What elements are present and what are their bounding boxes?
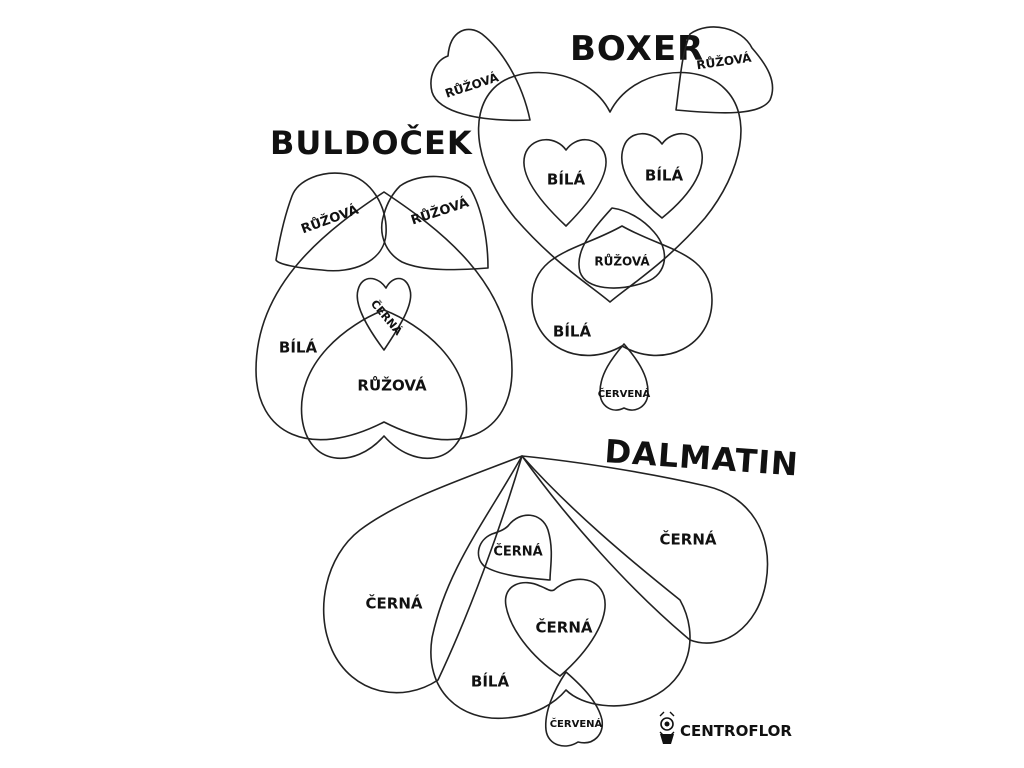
dalmatin-tongue [544,671,603,747]
boxer-tongue [599,343,649,411]
boxer-nose-label: RŮŽOVÁ [594,254,650,269]
brand-name: CENTROFLOR [680,722,792,740]
dalmatin-ear-right-label: ČERNÁ [660,530,717,549]
buldocek-snout-label: RŮŽOVÁ [357,375,427,395]
dalmatin-group: DALMATIN ČERNÁ ČERNÁ BÍLÁ ČERNÁ ČERNÁ ČE… [322,432,800,747]
boxer-snout-label: BÍLÁ [553,322,592,341]
buldocek-face-label: BÍLÁ [279,338,318,357]
boxer-eye-right-label: BÍLÁ [645,166,684,185]
boxer-ear-right [675,26,774,114]
boxer-eye-right [621,132,703,219]
dalmatin-spot-small-label: ČERNÁ [493,544,542,560]
dalmatin-face-label: BÍLÁ [471,672,510,691]
buldocek-snout-heart [300,309,468,460]
buldocek-group: BULDOČEK BÍLÁ RŮŽOVÁ RŮŽOVÁ ČERNÁ RŮŽOVÁ [255,123,513,460]
buldocek-title: BULDOČEK [270,123,473,162]
dalmatin-spot-big [504,578,606,677]
boxer-head-heart [477,71,742,303]
boxer-eye-left-label: BÍLÁ [547,170,586,189]
dalmatin-spot-big-label: ČERNÁ [536,618,593,637]
buldocek-ear-right [380,175,489,271]
boxer-ear-left [430,28,531,122]
dalmatin-spot-small [477,514,553,581]
dalmatin-ear-right [521,455,769,644]
boxer-eye-left [523,138,607,227]
dalmatin-ear-left-label: ČERNÁ [366,594,423,613]
buldocek-nose [356,277,412,351]
flower-pot-icon [659,711,675,744]
boxer-tongue-label: ČERVENÁ [598,387,651,400]
dalmatin-ear-left [322,455,523,694]
buldocek-face-heart [255,191,513,441]
boxer-ear-left-label: RŮŽOVÁ [443,69,501,101]
dalmatin-title: DALMATIN [603,432,800,483]
buldocek-ear-left [275,172,387,272]
boxer-nose [578,207,666,289]
dalmatin-face-heart [430,455,691,720]
buldocek-ear-right-label: RŮŽOVÁ [409,195,471,229]
boxer-title: BOXER [570,29,704,69]
dalmatin-tongue-label: ČERVENÁ [550,717,603,730]
brand-logo: CENTROFLOR [659,711,792,744]
